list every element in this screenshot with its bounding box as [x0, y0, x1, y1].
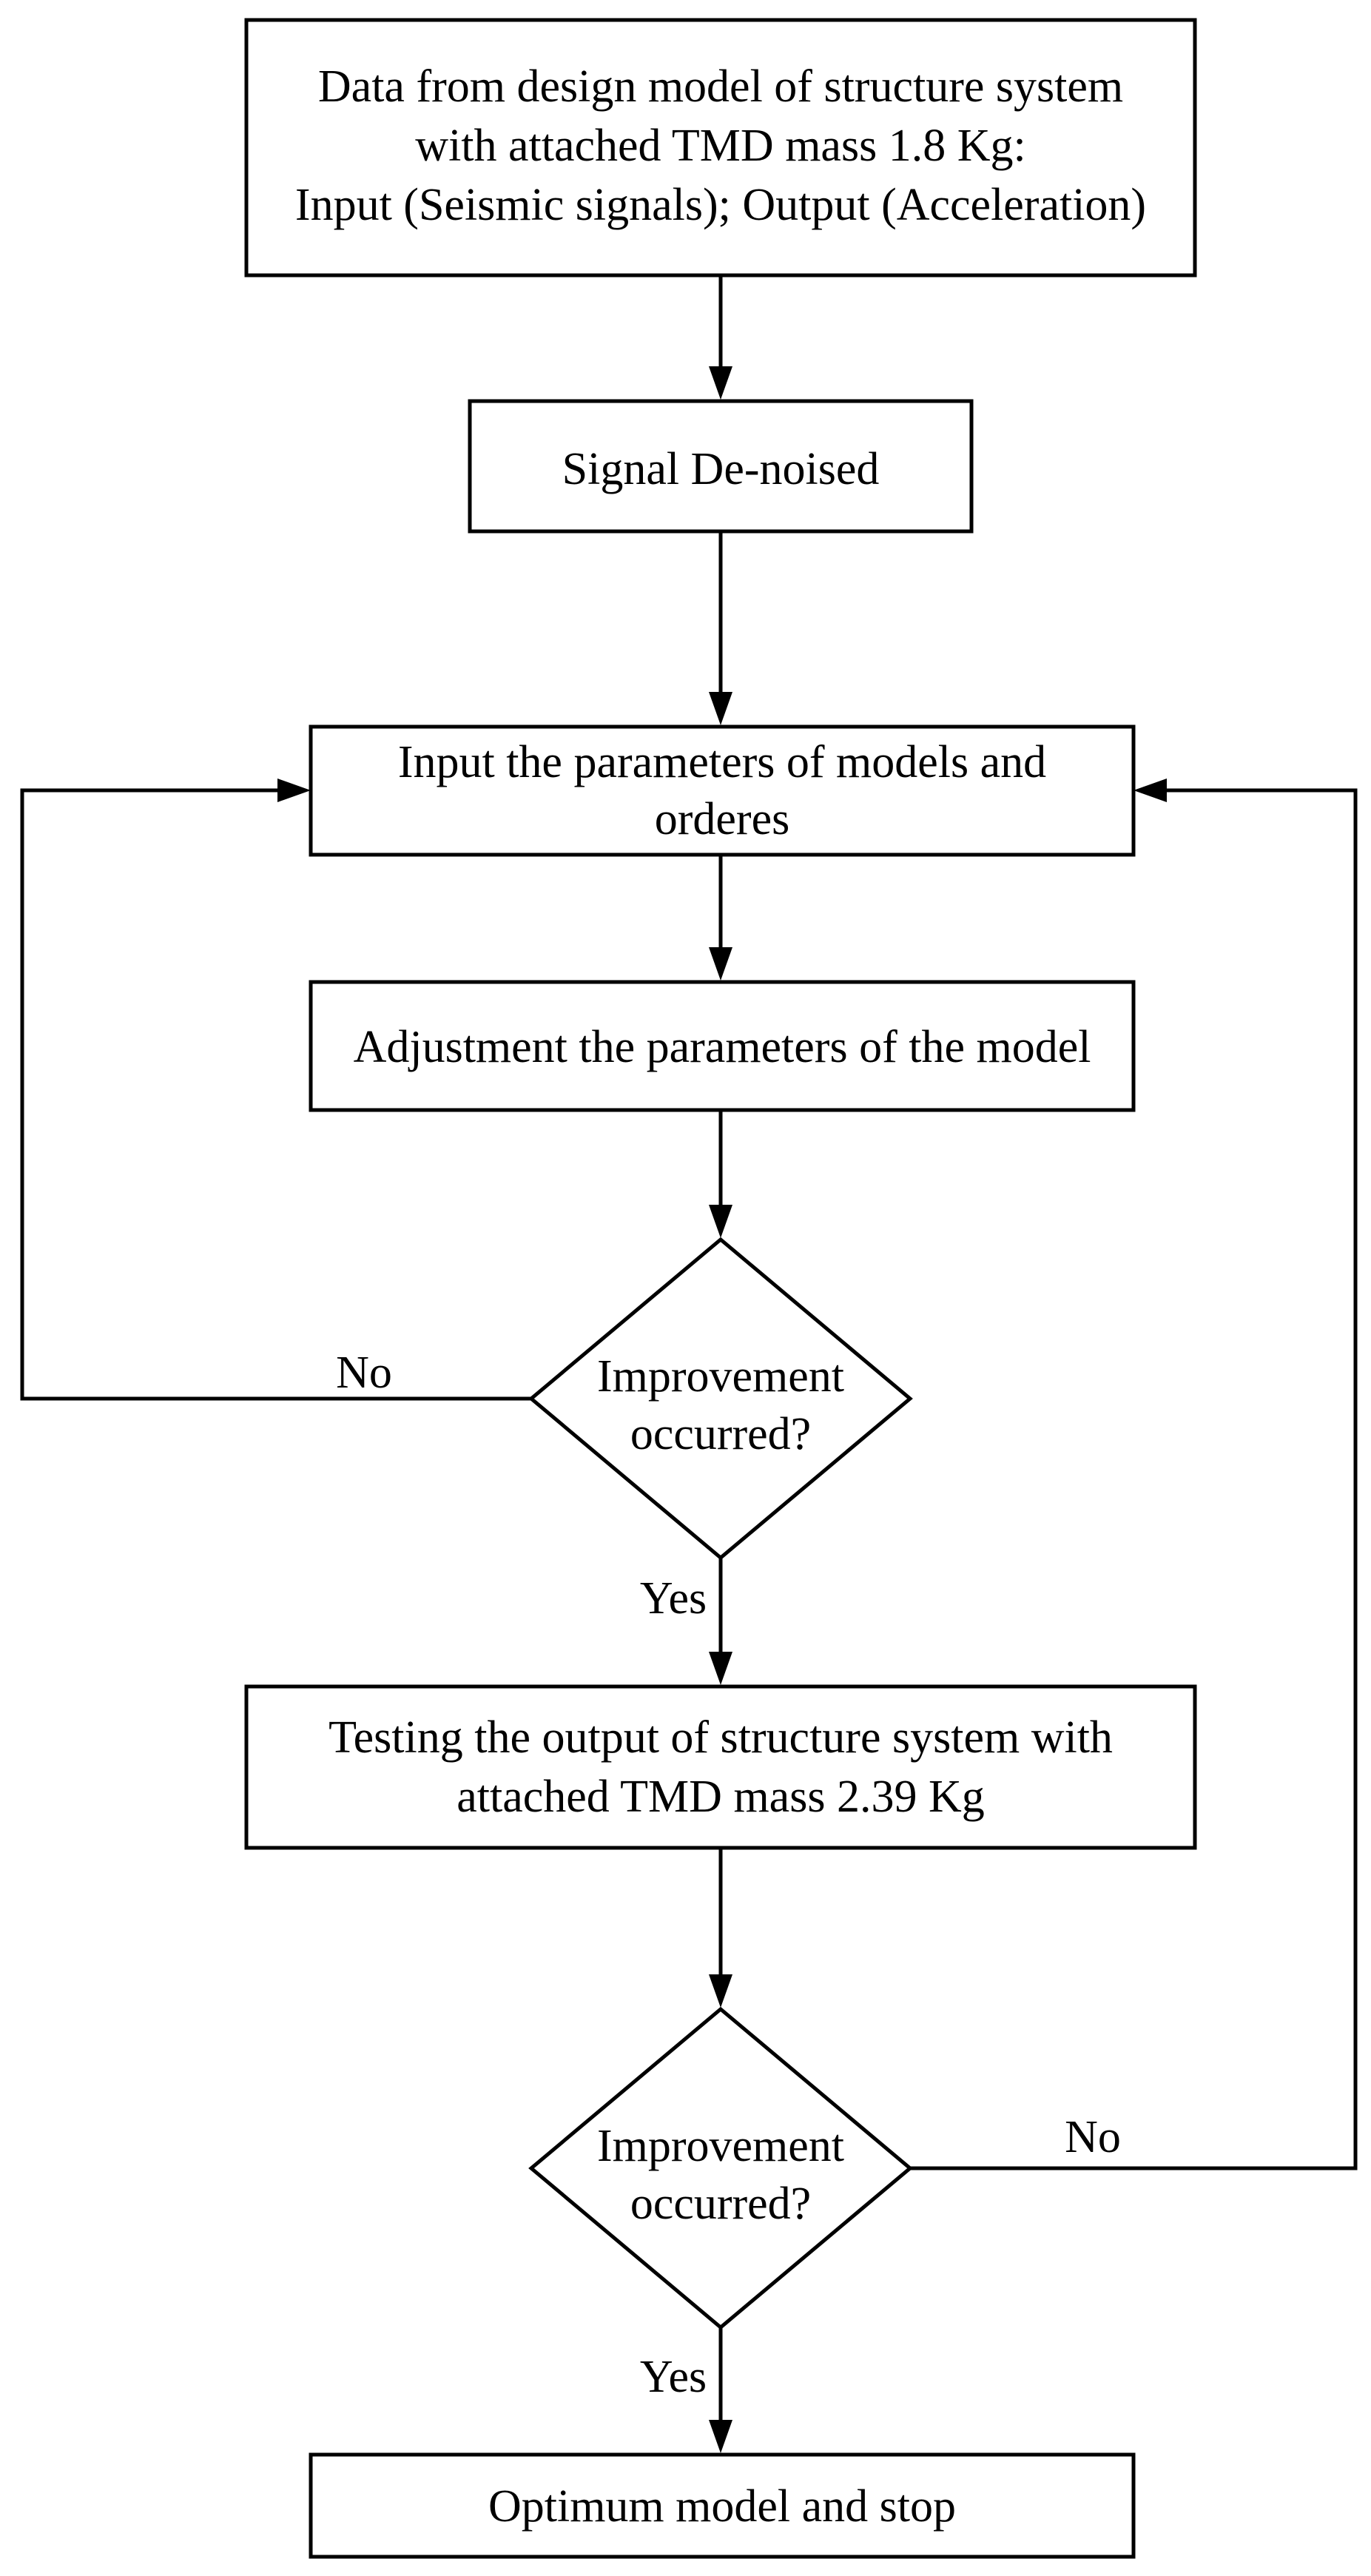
node-input-params-line-1: Input the parameters of models and — [398, 737, 1046, 787]
node-decision1-line-2: occurred? — [630, 1409, 811, 1459]
arrow-decision1-yes — [709, 1558, 732, 1685]
node-adjust: Adjustment the parameters of the model — [309, 980, 1136, 1112]
node-decision2-line-1: Improvement — [597, 2121, 844, 2171]
node-optimum-label: Optimum model and stop — [488, 2481, 956, 2532]
arrow-decision2-no-loop — [910, 778, 1358, 2170]
node-decision1: Improvement occurred? — [528, 1237, 913, 1561]
node-optimum: Optimum model and stop — [309, 2452, 1136, 2559]
arrow-adjust-to-decision1 — [709, 1110, 732, 1238]
node-data-input-line-2: with attached TMD mass 1.8 Kg: — [415, 121, 1025, 171]
decision2-no-label: No — [1065, 2112, 1121, 2162]
node-testing-line-1: Testing the output of structure system w… — [329, 1712, 1113, 1763]
node-decision2-line-2: occurred? — [630, 2179, 811, 2229]
arrow-data-to-denoise — [709, 275, 732, 400]
node-data-input: Data from design model of structure syst… — [244, 18, 1197, 278]
node-denoise: Signal De-noised — [468, 399, 974, 534]
node-data-input-line-1: Data from design model of structure syst… — [318, 61, 1123, 112]
arrow-denoise-to-input-params — [709, 531, 732, 725]
node-adjust-label: Adjustment the parameters of the model — [354, 1022, 1091, 1072]
node-testing-line-2: attached TMD mass 2.39 Kg — [457, 1772, 984, 1822]
node-data-input-line-3: Input (Seismic signals); Output (Acceler… — [295, 180, 1146, 230]
arrow-decision1-no-loop — [20, 778, 531, 1401]
decision2-yes-label: Yes — [640, 2352, 707, 2402]
arrow-testing-to-decision2 — [709, 1848, 732, 2008]
node-input-params-line-2: orderes — [655, 794, 789, 844]
node-input-params: Input the parameters of models and order… — [309, 724, 1136, 857]
node-decision2: Improvement occurred? — [528, 2006, 913, 2330]
arrow-input-params-to-adjust — [709, 855, 732, 981]
decision1-yes-label: Yes — [640, 1573, 707, 1624]
node-decision1-line-1: Improvement — [597, 1351, 844, 1402]
node-testing: Testing the output of structure system w… — [244, 1684, 1197, 1850]
node-denoise-label: Signal De-noised — [562, 444, 880, 494]
arrow-decision2-yes — [709, 2327, 732, 2453]
decision1-no-label: No — [336, 1348, 392, 1398]
